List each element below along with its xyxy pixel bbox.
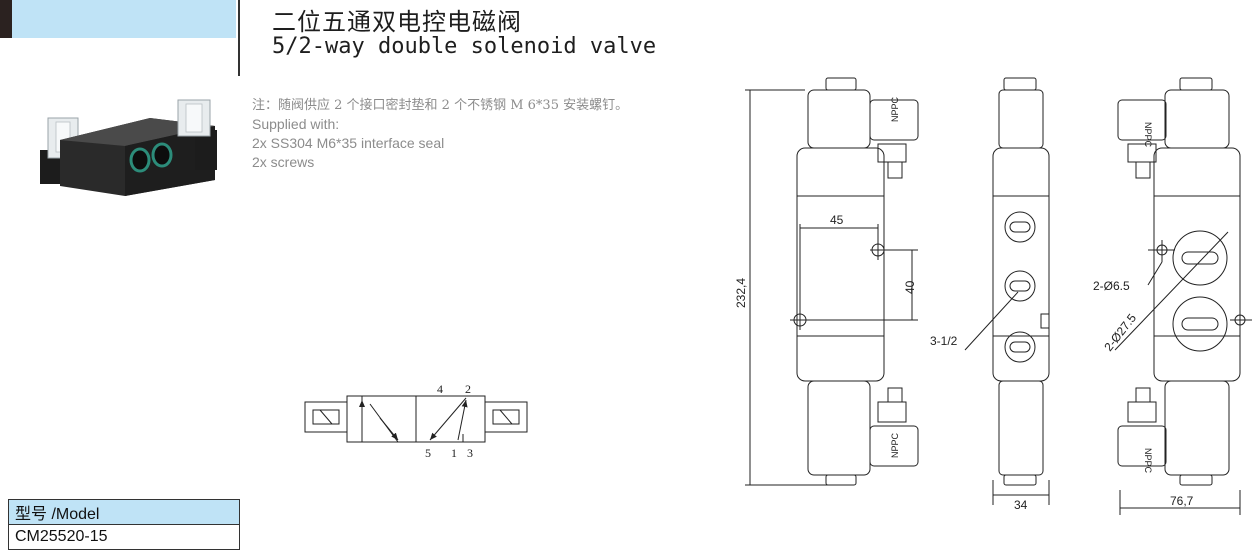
rear-bottom-coil-label: NPPC — [1143, 448, 1153, 474]
dimension-height: 232,4 — [734, 278, 748, 308]
front-top-connector — [869, 99, 919, 141]
symbol-port-3: 3 — [467, 446, 473, 460]
supply-notes: 注：随阀供应 2 个接口密封垫和 2 个不锈钢 M 6*35 安装螺钉。 Sup… — [252, 96, 628, 172]
page-title-chinese: 二位五通双电控电磁阀 — [272, 8, 522, 36]
side-port-2 — [1004, 270, 1036, 302]
note-line-1: Supplied with: — [252, 116, 340, 132]
photo-port-1 — [129, 147, 151, 173]
symbol-port-5: 5 — [425, 446, 431, 460]
rear-bottom-connector — [1117, 425, 1167, 467]
pneumatic-symbol — [304, 395, 528, 443]
rear-top-coil-label: NPPC — [1143, 122, 1153, 148]
dimension-40: 40 — [903, 280, 917, 294]
dimension-hole-diameter: 2-Ø6.5 — [1093, 279, 1130, 293]
photo-port-2 — [151, 142, 173, 168]
product-photo — [40, 99, 217, 196]
symbol-port-4: 4 — [437, 382, 443, 396]
header-accent-bar — [12, 0, 236, 38]
front-bottom-connector — [869, 425, 919, 467]
side-view — [964, 77, 1050, 505]
dimension-port-size: 3-1/2 — [930, 334, 958, 348]
dimension-port-diameter: 2-Ø27.5 — [1101, 311, 1139, 354]
side-valve-body — [992, 147, 1050, 382]
note-chinese: 注：随阀供应 2 个接口密封垫和 2 个不锈钢 M 6*35 安装螺钉。 — [252, 98, 629, 113]
header-divider — [238, 0, 240, 76]
page-title-english: 5/2-way double solenoid valve — [272, 34, 657, 59]
symbol-port-1: 1 — [451, 446, 457, 460]
front-valve-body — [796, 147, 885, 382]
dimension-width: 34 — [1014, 498, 1028, 512]
model-table: 型号 /Model CM25520-15 — [8, 499, 240, 550]
front-view — [745, 77, 919, 486]
note-line-2: 2x SS304 M6*35 interface seal — [252, 135, 445, 151]
model-number: CM25520-15 — [8, 524, 240, 550]
dimension-45: 45 — [830, 213, 844, 227]
note-line-3: 2x screws — [252, 154, 315, 170]
front-bottom-coil-label: NPPC — [890, 432, 900, 458]
front-top-coil-label: NPPC — [890, 96, 900, 122]
side-port-1 — [1004, 211, 1036, 243]
rear-port-2 — [1172, 296, 1228, 352]
symbol-port-2: 2 — [465, 382, 471, 396]
symbol-left-solenoid — [304, 401, 347, 433]
symbol-right-solenoid — [485, 401, 528, 433]
rear-top-connector — [1117, 99, 1167, 141]
dimension-depth: 76,7 — [1170, 494, 1194, 508]
header-dark-bar — [0, 0, 12, 38]
side-port-3 — [1004, 331, 1036, 363]
model-table-header: 型号 /Model — [8, 499, 240, 525]
rear-view — [1114, 77, 1252, 515]
rear-port-1 — [1172, 230, 1228, 286]
